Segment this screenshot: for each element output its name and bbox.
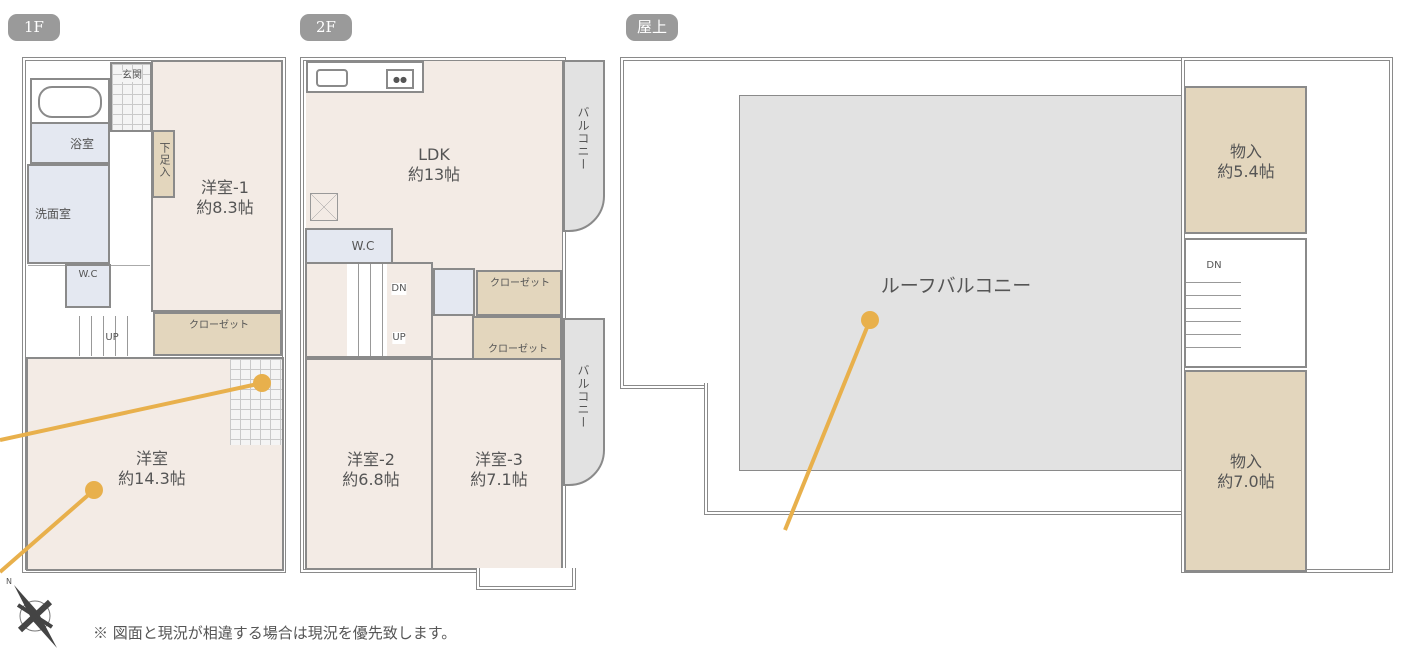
pointer-line (0, 381, 263, 442)
bay-window (476, 568, 576, 590)
room-size: 約8.3帖 (196, 198, 254, 217)
room-name: 物入 (1229, 452, 1263, 471)
balcony-2f-upper: バルコニー (563, 60, 605, 232)
compass-icon (14, 585, 57, 648)
room-washroom: 洗面室 (27, 164, 110, 264)
pointer-dot[interactable] (85, 481, 103, 499)
room-label: 物入約5.4帖 (1217, 142, 1274, 182)
room-label: 洋室約14.3帖 (118, 449, 186, 489)
sink-icon (316, 69, 348, 87)
room-wc-1f: W.C (65, 264, 111, 308)
room-label: 玄関 (122, 70, 142, 82)
pointer-dot[interactable] (253, 374, 271, 392)
storage-2: 物入約7.0帖 (1184, 370, 1307, 572)
stair-up-label: UP (105, 332, 119, 343)
room-western: 洋室約14.3帖 (26, 357, 284, 571)
kitchen-counter: ●● (306, 61, 424, 93)
stair-up-label: UP (392, 332, 406, 344)
stair-down-label: DN (391, 283, 407, 295)
closet-2f-upper: クローゼット (476, 270, 562, 316)
room-name: 洋室-2 (347, 450, 395, 469)
room-label: バルコニー (576, 364, 590, 429)
pointer-line (0, 488, 96, 574)
room-entrance: 玄関 (110, 62, 152, 132)
compass-north-label: N (6, 577, 12, 586)
floor-badge-2f: 2F (300, 14, 352, 41)
room-label: ルーフバルコニー (880, 275, 1032, 297)
stair-down-label: DN (1206, 260, 1222, 271)
balcony-2f-lower: バルコニー (563, 318, 605, 486)
room-label: W.C (78, 269, 98, 280)
pointer-line (783, 319, 872, 531)
pipe-shaft (433, 268, 475, 316)
tile-area (230, 359, 282, 445)
stairs-2f: DN UP (305, 262, 433, 358)
room-label: 浴室 (69, 137, 95, 151)
room-name: 物入 (1229, 142, 1263, 161)
disclaimer-note: ※ 図面と現況が相違する場合は現況を優先致します。 (93, 624, 457, 642)
closet-1f: クローゼット (153, 312, 282, 356)
room-label: クローゼット (488, 344, 548, 355)
room-label: 下足入 (158, 142, 171, 178)
room-size: 約7.1帖 (470, 470, 528, 489)
floor-badge-1f: 1F (8, 14, 60, 41)
stairs-roof: DN (1184, 238, 1307, 368)
room-name: LDK (418, 145, 450, 164)
room-label: W.C (351, 239, 375, 253)
room-label: クローゼット (490, 278, 550, 289)
room-size: 約7.0帖 (1217, 472, 1275, 491)
room-label: クローゼット (189, 320, 249, 331)
room-name: 洋室-1 (201, 178, 249, 197)
shoe-cabinet: 下足入 (152, 130, 175, 198)
roof-balcony: ルーフバルコニー (739, 95, 1183, 471)
pointer-dot[interactable] (861, 311, 879, 329)
room-label: 物入約7.0帖 (1217, 452, 1274, 492)
room-bath: 浴室 (30, 122, 110, 164)
room-label: 洗面室 (34, 207, 72, 221)
room-name: 洋室-3 (475, 450, 523, 469)
vent-icon (310, 193, 338, 221)
storage-1: 物入約5.4帖 (1184, 86, 1307, 234)
room-size: 約5.4帖 (1217, 162, 1275, 181)
floor-badge-roof: 屋上 (626, 14, 678, 41)
room-size: 約6.8帖 (342, 470, 400, 489)
room-name: 洋室 (135, 449, 169, 468)
room-size: 約14.3帖 (118, 469, 186, 488)
stove-icon: ●● (386, 69, 414, 89)
room-label: バルコニー (576, 106, 590, 171)
bathtub-icon (38, 86, 102, 118)
room-size: 約13帖 (407, 165, 461, 184)
